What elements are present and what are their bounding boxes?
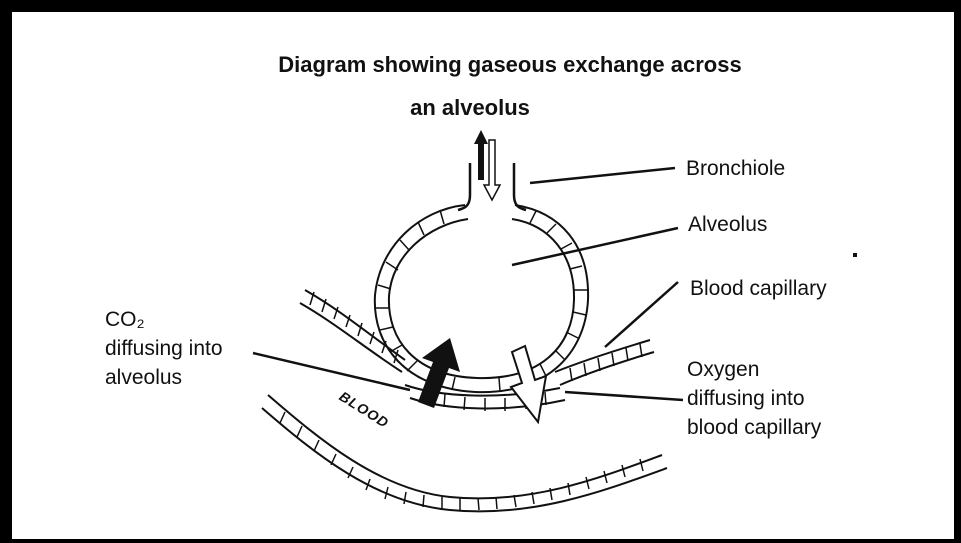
oxygen-arrow: [511, 346, 546, 422]
co2-arrow: [418, 338, 460, 408]
blood-capillary-label: Blood capillary: [690, 276, 827, 302]
air-out-arrow: [474, 130, 488, 180]
co2-label-line1: CO₂: [105, 307, 145, 333]
alveolus-wall-cells: [376, 210, 587, 391]
alveolus-wall: [375, 205, 588, 392]
stray-dot: [853, 253, 857, 257]
oxygen-label-line1: Oxygen: [687, 357, 759, 383]
capillary-wall-lower: [262, 395, 667, 511]
oxygen-label-line3: blood capillary: [687, 415, 821, 441]
co2-label-line3: alveolus: [105, 365, 182, 391]
capillary-wall-upper-right: [555, 340, 654, 385]
bronchiole-label: Bronchiole: [686, 156, 785, 182]
co2-label-line2: diffusing into: [105, 336, 223, 362]
oxygen-label-line2: diffusing into: [687, 386, 805, 412]
capillary-wall-upper-left-cells: [310, 292, 398, 363]
alveolus-label: Alveolus: [688, 212, 767, 238]
air-in-arrow: [484, 140, 500, 200]
